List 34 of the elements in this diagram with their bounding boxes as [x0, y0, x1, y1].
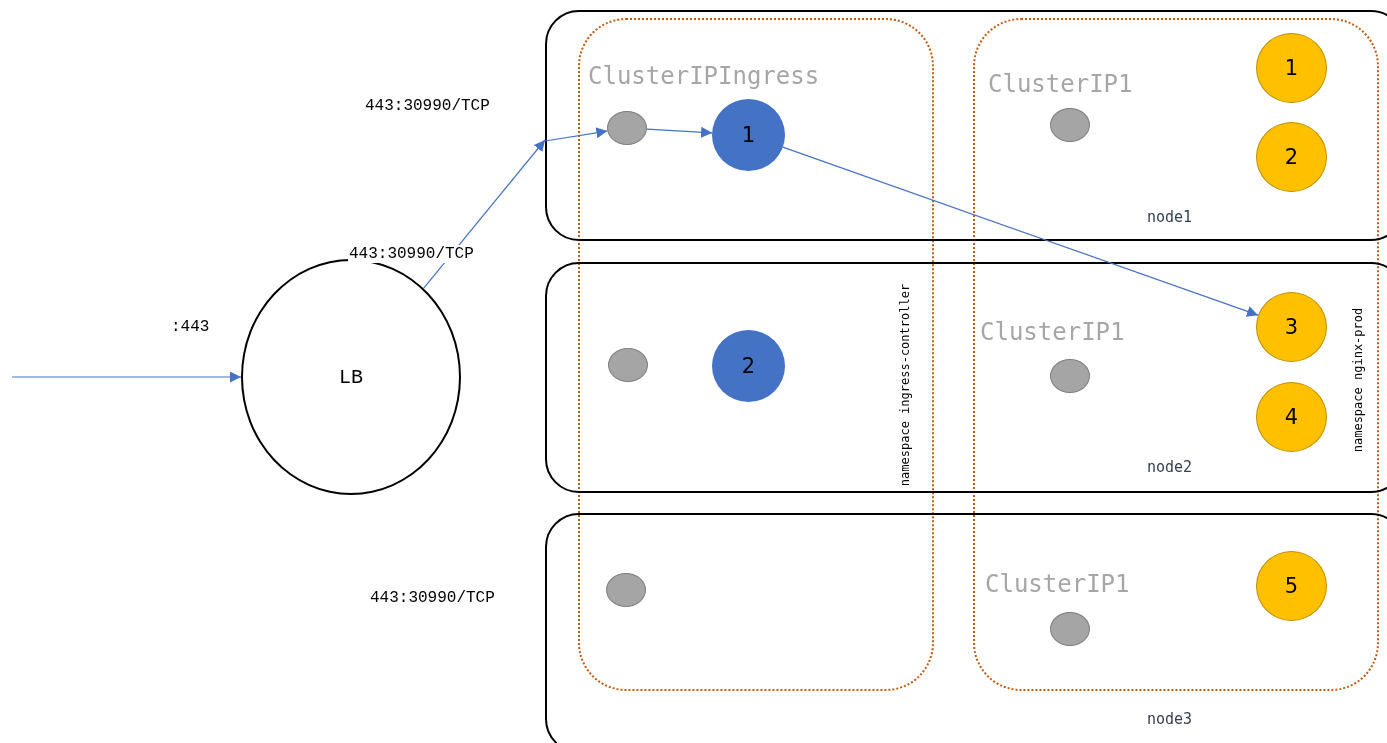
service-dot [608, 348, 648, 382]
load-balancer-circle: LB [241, 259, 461, 495]
pod-circle: 4 [1256, 382, 1327, 452]
service-name: ClusterIP1 [985, 570, 1130, 598]
namespace-label: namespace ingress-controller [898, 283, 912, 487]
service-name: ClusterIP1 [988, 70, 1133, 98]
node-label: node2 [1147, 458, 1193, 476]
pod-circle: 2 [1256, 122, 1327, 192]
pod-circle: 3 [1256, 292, 1327, 362]
port-label: 443:30990/TCP [365, 97, 490, 115]
ingress-pod-circle: 2 [712, 330, 785, 402]
service-dot [1050, 359, 1090, 393]
service-name: ClusterIP1 [980, 318, 1125, 346]
pod-circle: 5 [1256, 551, 1327, 621]
node-box [545, 262, 1387, 493]
service-dot [1050, 108, 1090, 142]
namespace-label: namespace nginx-prod [1351, 307, 1365, 453]
service-dot [606, 573, 646, 607]
node-box [545, 10, 1387, 241]
arrow [544, 127, 608, 142]
service-dot [607, 111, 647, 145]
arrow [782, 146, 1259, 317]
pod-circle: 1 [1256, 33, 1327, 103]
ingress-pod-circle: 1 [712, 99, 785, 171]
arrow [646, 126, 713, 138]
edge-label: 443:30990/TCP [348, 245, 475, 263]
port-label: 443:30990/TCP [370, 589, 495, 607]
service-dot [1050, 612, 1090, 646]
node-label: node1 [1147, 208, 1193, 226]
arrow [422, 139, 546, 289]
node-box [545, 513, 1387, 743]
service-name: ClusterIPIngress [588, 62, 820, 90]
node-label: node3 [1147, 710, 1193, 728]
arrow [11, 371, 242, 383]
